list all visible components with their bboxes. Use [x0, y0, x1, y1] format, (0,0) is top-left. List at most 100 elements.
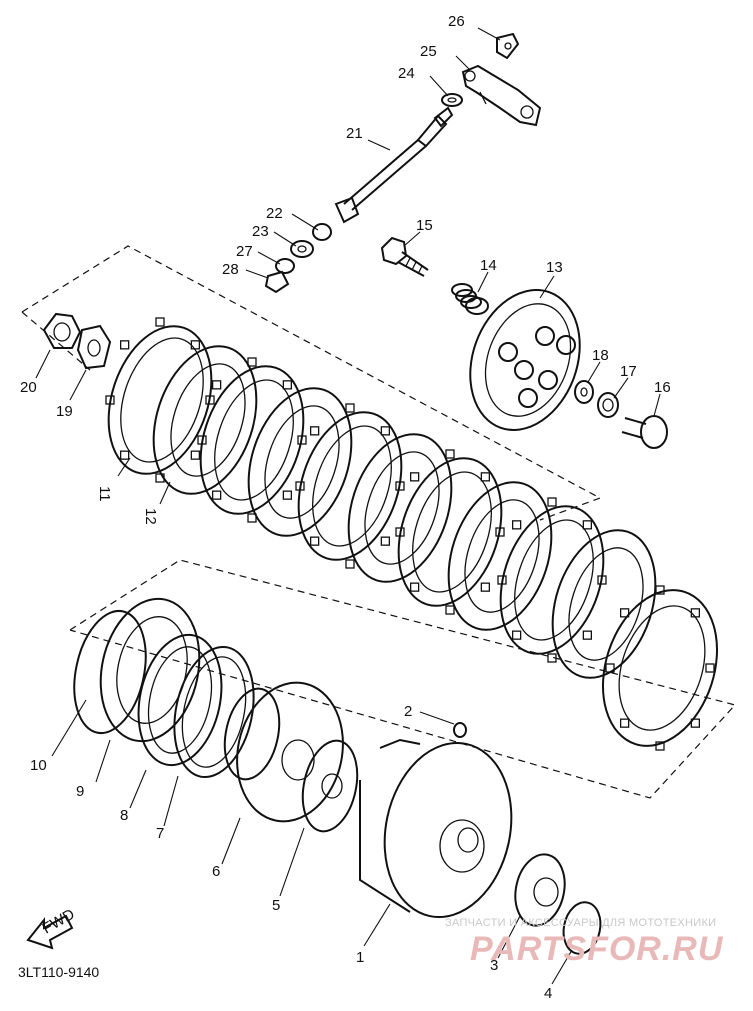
plate-tab: [345, 403, 355, 413]
plate-tab: [155, 317, 165, 327]
plate-tab: [597, 575, 607, 585]
upper-assembly-boundary: [21, 245, 602, 521]
plate-tab: [690, 608, 701, 618]
callout-11: 11: [96, 486, 113, 502]
clutch-boss-part-6: [223, 681, 344, 823]
plate-tab: [409, 582, 420, 592]
plate-tab: [247, 357, 257, 367]
callout-4: 4: [544, 985, 552, 1002]
plate-tab: [655, 741, 665, 751]
callout-25: 25: [420, 43, 437, 60]
callouts: 26 25 24 21 22 23 27 28 15 14 13 18 17 1…: [20, 13, 671, 1002]
callout-23: 23: [252, 223, 269, 240]
spring-plate-part-8: [137, 633, 223, 767]
plate-tab: [480, 582, 491, 592]
callout-21: 21: [346, 125, 363, 142]
callout-17: 17: [620, 363, 637, 380]
callout-22: 22: [266, 205, 283, 222]
plate-tab: [445, 449, 455, 459]
callout-10: 10: [30, 757, 47, 774]
plate-tab: [105, 395, 115, 405]
plate-tab: [190, 450, 201, 460]
bearing-part-17: [597, 392, 619, 418]
plate-stack: [199, 365, 718, 747]
push-lever-part-25: [461, 64, 542, 127]
callout-7: 7: [156, 825, 164, 842]
spring-part-14: [451, 283, 489, 315]
callout-2: 2: [404, 703, 412, 720]
clutch-housing-part-1: [359, 738, 513, 919]
plate-tab: [582, 520, 593, 530]
plate-tab: [547, 653, 557, 663]
callout-18: 18: [592, 347, 609, 364]
callout-14: 14: [480, 257, 497, 274]
callout-28: 28: [222, 261, 239, 278]
plate-tab: [582, 630, 593, 640]
plate-tab: [690, 718, 701, 728]
pressure-plate-part-13: [469, 289, 581, 431]
callout-12: 12: [142, 508, 159, 525]
washer-part-18: [574, 380, 594, 404]
plate-tab: [445, 605, 455, 615]
plate-tab: [309, 426, 320, 436]
plate-tab: [297, 435, 307, 445]
clip-part-28: [264, 270, 290, 294]
plate-tab: [409, 472, 420, 482]
plate-tab: [155, 473, 165, 483]
callout-19: 19: [56, 403, 73, 420]
plate-tab: [395, 481, 405, 491]
plate-tab: [119, 450, 130, 460]
plate-tab: [497, 575, 507, 585]
plate-tab: [511, 520, 522, 530]
nut-part-20: [42, 312, 82, 349]
plate-tab: [197, 435, 207, 445]
plate-tab: [619, 608, 630, 618]
forward-label: FWD: [40, 906, 78, 938]
callout-3: 3: [490, 957, 498, 974]
clip-part-26: [496, 32, 520, 60]
plunger-part-16: [621, 415, 668, 449]
plate-tab: [395, 527, 405, 537]
lower-assembly-boundary: [69, 559, 737, 799]
callout-24: 24: [398, 65, 415, 82]
plate-tab: [345, 559, 355, 569]
callout-6: 6: [212, 863, 220, 880]
callout-27: 27: [236, 243, 253, 260]
plate-tab: [282, 380, 293, 390]
thrust-washer-part-5: [301, 739, 359, 833]
washer-part-27: [275, 258, 295, 274]
spacer-part-2: [453, 722, 467, 738]
clutch-plate-part-12: [152, 345, 258, 495]
plate-tab: [655, 585, 665, 595]
plate-tab: [309, 536, 320, 546]
plate-tab: [119, 340, 130, 350]
callout-13: 13: [546, 259, 563, 276]
plate-tab: [480, 472, 491, 482]
washer-part-24: [441, 93, 463, 107]
plate-tab: [282, 490, 293, 500]
circlip-part-4: [562, 901, 602, 955]
plate-tab: [619, 718, 630, 728]
plate-tab: [511, 630, 522, 640]
watermark-logo: PARTSFOR.RU: [470, 930, 724, 968]
bolt-part-15: [380, 236, 429, 277]
plate-tab: [605, 663, 615, 673]
ball-part-22: [312, 223, 332, 241]
callout-9: 9: [76, 783, 84, 800]
plate-tab: [190, 340, 201, 350]
callout-5: 5: [272, 897, 280, 914]
callout-26: 26: [448, 13, 465, 30]
push-rod-part-21: [334, 106, 454, 224]
callout-16: 16: [654, 379, 671, 396]
watermark-tagline: ЗАПЧАСТИ И АКСЕССУАРЫ ДЛЯ МОТОТЕХНИКИ: [445, 917, 717, 929]
callout-20: 20: [20, 379, 37, 396]
plate-tab: [705, 663, 715, 673]
plate-tab: [247, 513, 257, 523]
forward-arrow-icon: FWD: [26, 906, 78, 950]
callout-15: 15: [416, 217, 433, 234]
plate-tab: [295, 481, 305, 491]
plate-tab: [380, 426, 391, 436]
leader-lines: [35, 27, 661, 985]
plate-tab: [547, 497, 557, 507]
